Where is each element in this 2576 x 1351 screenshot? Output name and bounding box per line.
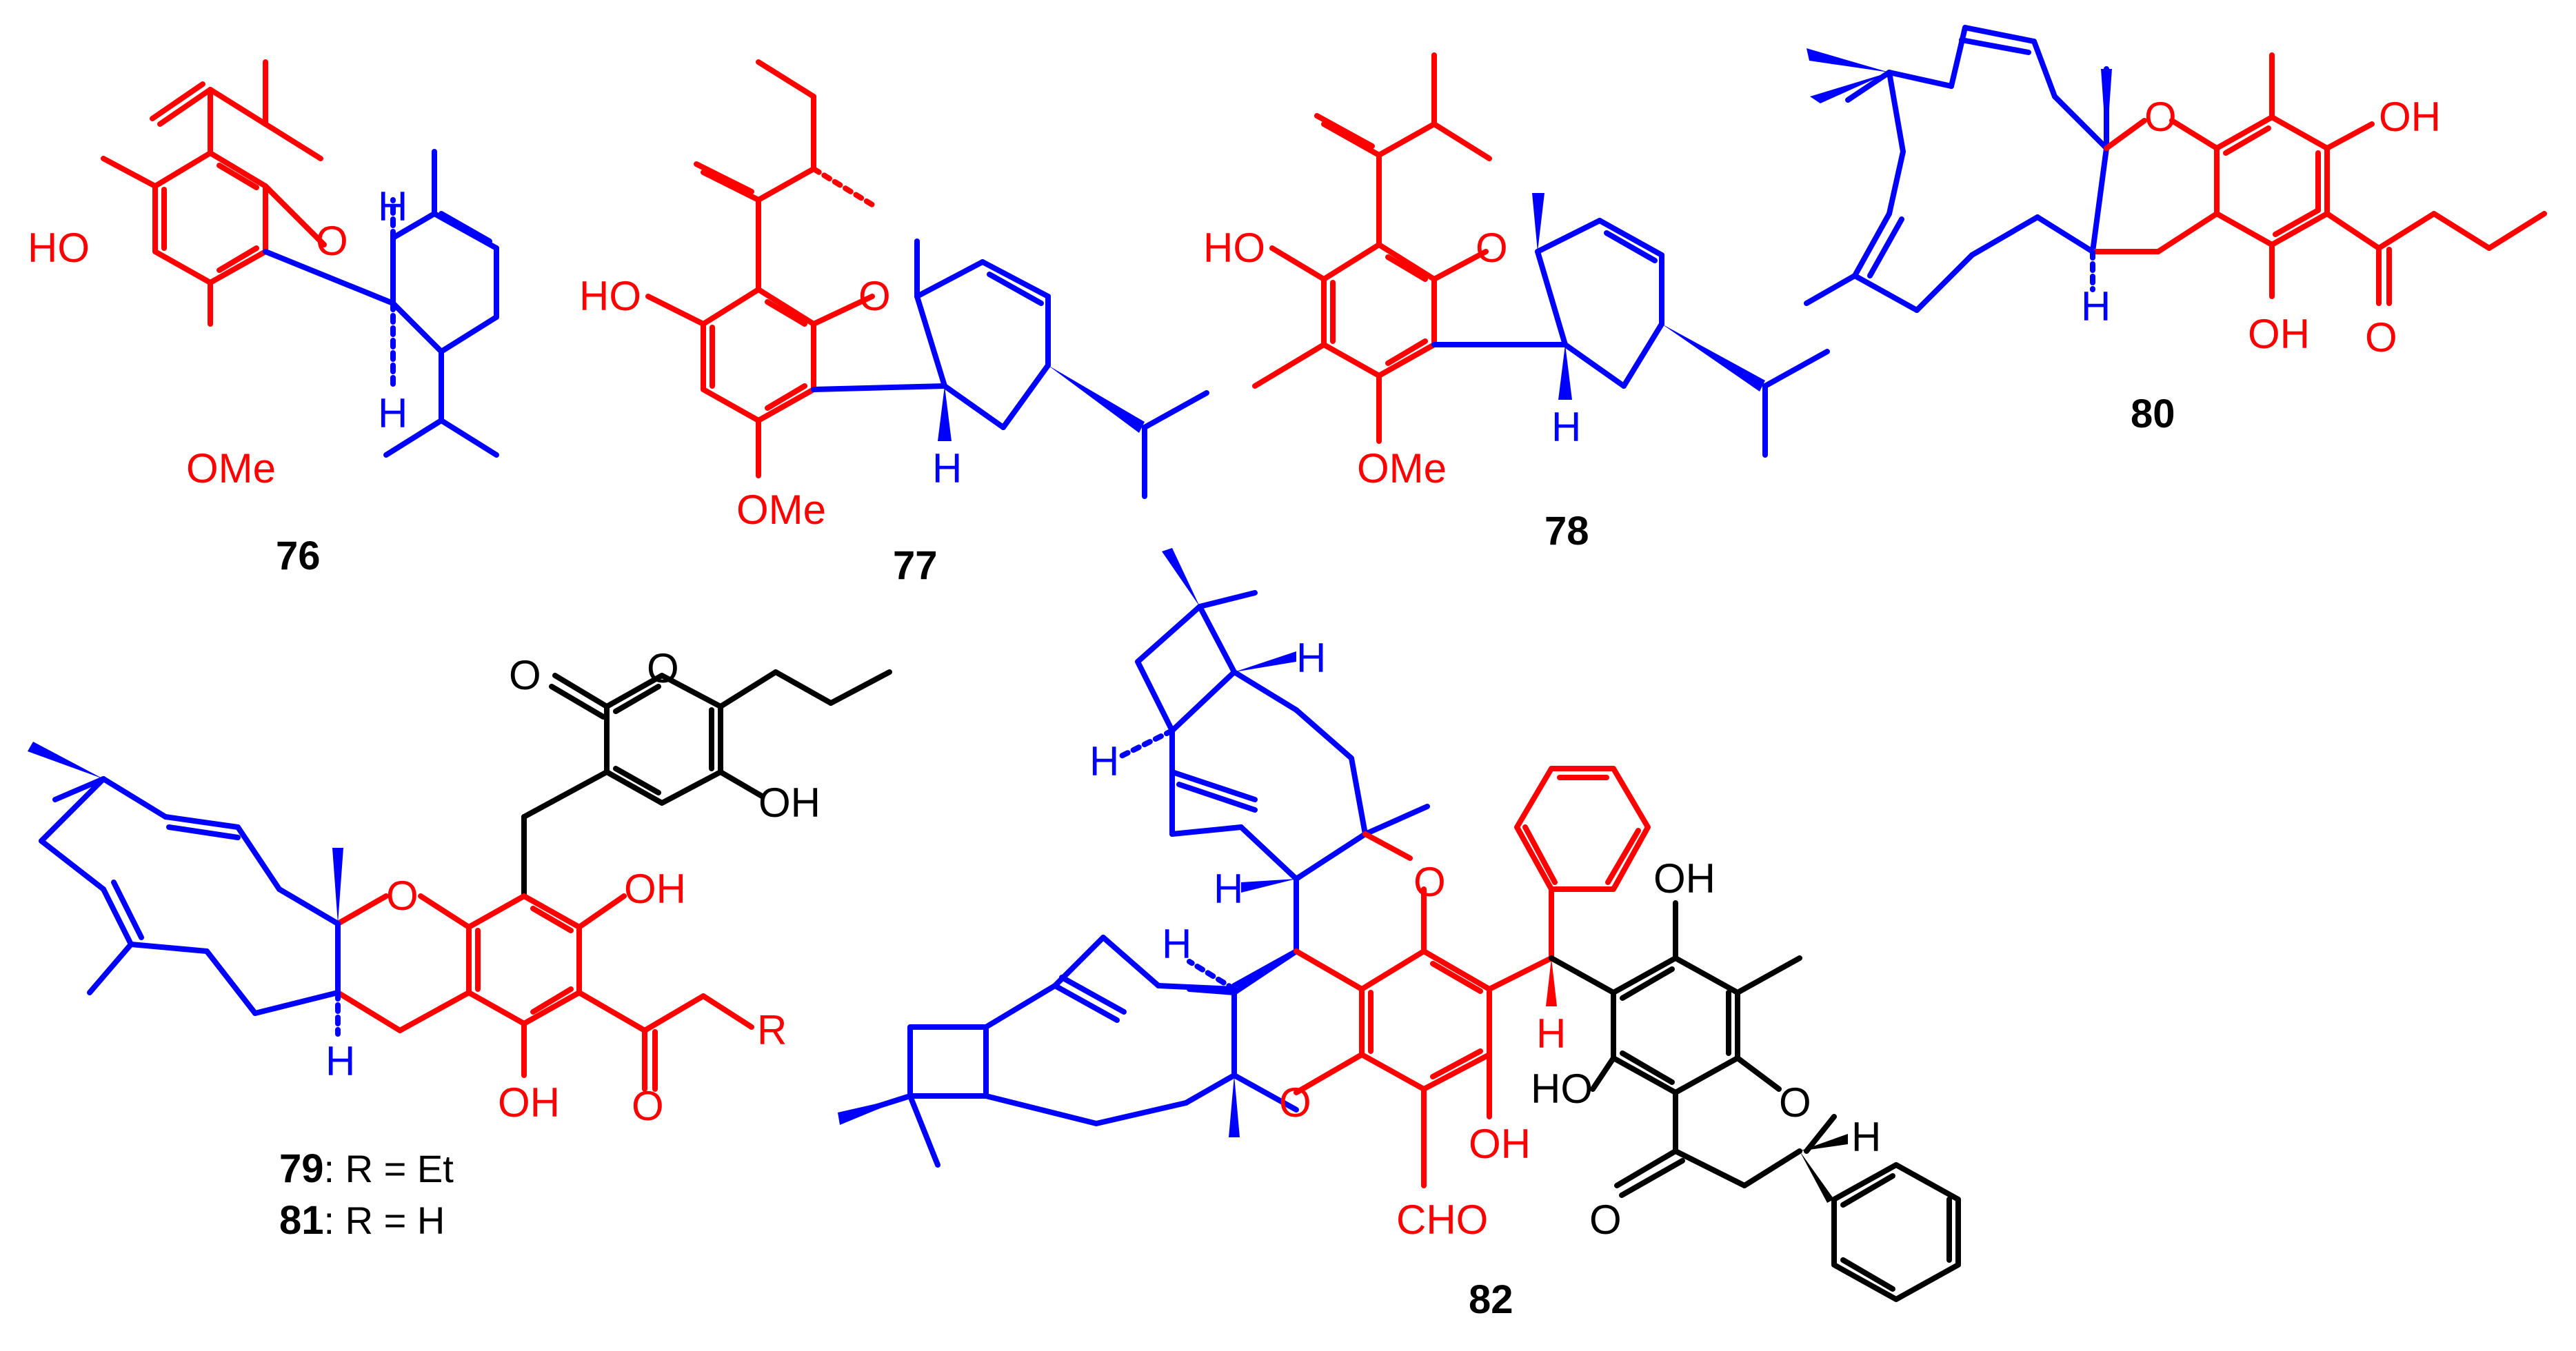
compound-80-ketone-oxygen-label: O [2365,314,2397,360]
compound-76-ether-oxygen-label: O [316,218,348,264]
compound-76-terpene-bonds [263,149,499,458]
compound-77-hydrogen-label: H [932,445,962,491]
compound-76-hydrogen-label-1: H [378,183,407,230]
compound-79-hydroxyl-label-2: OH [498,1079,560,1126]
compound-77-terpene-bonds [811,238,1209,499]
compound-77-hydroxyl-label: HO [579,273,641,319]
compound-82-core-bonds [1294,766,1651,1188]
compound-79-r-definition: : R = Et [324,1147,454,1190]
compound-79-pyrone-oxygen-label: O [647,645,679,691]
compound-79-carbonyl-oxygen-label: O [509,652,541,698]
compound-79-81: O O OH O OH OH O R H 79: R = Et 81: R = … [28,645,892,1243]
compound-79-chroman-oxygen-label: O [386,873,419,919]
compound-77: HO O OMe H 77 [579,59,1209,588]
compound-82-upper-terpene-bonds [1135,590,1430,995]
compound-81-number: 81 [279,1198,324,1243]
compound-76-number: 76 [276,534,321,578]
compound-79-number: 79 [279,1146,324,1191]
compound-80-hydroxyl-label-1: OH [2379,94,2441,140]
compound-82-flavanone-bonds [1549,900,1961,1302]
compound-82: O O O OH HO OH CHO O H H H H H H 82 [838,548,1961,1322]
compound-77-ether-oxygen-label: O [858,273,891,319]
compound-78-core-bonds [1252,52,1492,444]
compound-79-hydroxyl-label-1: OH [624,866,686,912]
compound-79-hydrogen-label: H [325,1038,355,1084]
compound-82-hydrogen-label-6: H [1851,1114,1881,1160]
compound-76: HO O OMe H H 76 [28,59,499,578]
compound-80-macrocycle-bonds [1804,25,2109,313]
compound-80-ether-oxygen-label: O [2144,94,2177,140]
compound-79-pyrone-hydroxyl-label: OH [758,780,821,826]
compound-80-number: 80 [2131,392,2175,436]
compound-79-aromatic-bonds [335,893,754,1092]
compound-78-methoxy-label: OMe [1357,445,1447,491]
compound-82-aldehyde-label: CHO [1396,1197,1488,1243]
compound-82-number: 82 [1469,1277,1513,1322]
compound-82-hydroxyl-label-2: HO [1531,1066,1593,1112]
compound-80-hydrogen-label: H [2081,283,2111,329]
compound-78-number: 78 [1544,509,1589,553]
compound-79-pyrone-bonds [521,669,892,899]
compound-76-hydrogen-label-2: H [378,390,407,436]
compound-79-ketone-oxygen-label: O [632,1083,664,1129]
compound-78-terpene-bonds [1431,218,1830,458]
compound-79-caption: 79: R = Et [279,1146,454,1191]
compound-78-hydroxyl-label: HO [1203,225,1265,271]
compound-78: HO O OMe H 78 [1203,52,1830,553]
compound-78-hydrogen-label: H [1551,404,1581,450]
compound-77-methoxy-label: OMe [736,487,826,533]
compound-76-hydroxyl-label: HO [28,225,90,271]
compound-82-hydrogen-label-4: H [1162,921,1191,967]
compound-79-r-group-label: R [757,1007,787,1053]
compound-76-methoxy-label: OMe [186,445,276,491]
compound-82-ketone-oxygen-label: O [1589,1197,1622,1243]
compound-78-ether-oxygen-label: O [1476,225,1508,271]
compound-82-hydrogen-label-2: H [1089,738,1119,784]
compound-81-caption: 81: R = H [279,1198,445,1243]
compound-82-ether-oxygen-label-1: O [1413,859,1446,905]
compound-82-flavanone-oxygen-label: O [1779,1079,1811,1126]
compound-77-core-bonds [645,59,875,478]
compound-81-r-definition: : R = H [324,1199,445,1242]
compound-80-hydroxyl-label-2: OH [2248,311,2310,357]
compound-82-lower-terpene-bonds [842,935,1299,1168]
compound-82-hydrogen-label-1: H [1296,635,1326,681]
compound-82-hydroxyl-label-3: OH [1469,1121,1531,1167]
compound-82-hydrogen-label-3: H [1214,866,1243,912]
compound-79-macrocycle-bonds [39,776,341,1016]
compound-80-core-bonds [2090,52,2547,306]
compound-76-core-bonds [101,59,327,327]
compound-80: O OH OH O H 80 [1804,25,2547,436]
compound-82-hydrogen-label-5: H [1536,1010,1566,1057]
compound-82-ether-oxygen-label-2: O [1279,1079,1311,1126]
compound-77-number: 77 [893,543,938,588]
compound-82-hydroxyl-label-1: OH [1653,855,1715,902]
